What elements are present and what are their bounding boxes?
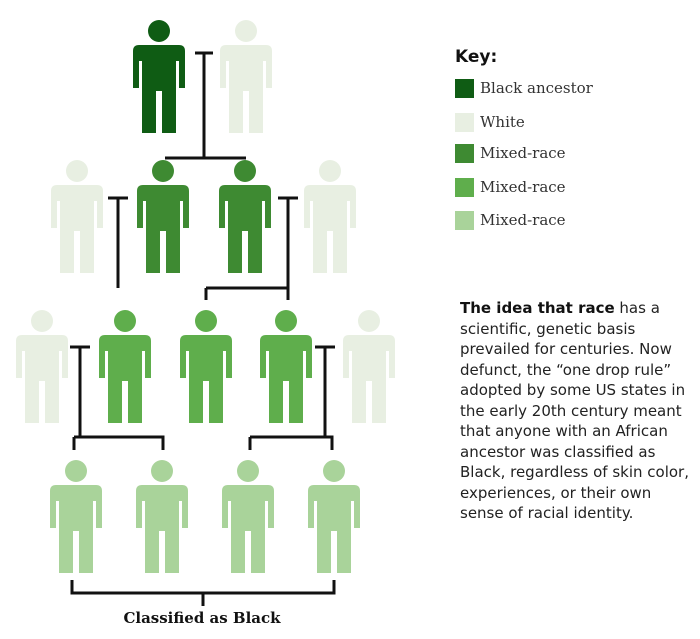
key-item-white: White xyxy=(455,112,525,132)
person-black-ancestor xyxy=(133,20,185,133)
key-label: Mixed-race xyxy=(480,178,566,196)
person-white xyxy=(16,310,68,423)
family-tree-diagram xyxy=(16,20,395,606)
person-white xyxy=(51,160,103,273)
key-label: Mixed-race xyxy=(480,144,566,162)
description-text: The idea that race has a scientific, gen… xyxy=(460,298,696,524)
key-swatch xyxy=(455,210,474,230)
person-mixed-race xyxy=(137,160,189,273)
person-white xyxy=(343,310,395,423)
key-item-black-ancestor: Black ancestor xyxy=(455,78,593,98)
key-item-mixed-race-1: Mixed-race xyxy=(455,143,566,163)
person-mixed-race xyxy=(180,310,232,423)
person-white xyxy=(220,20,272,133)
key-item-mixed-race-2: Mixed-race xyxy=(455,177,566,197)
description-body: has a scientific, genetic basis prevaile… xyxy=(460,299,689,522)
person-mixed-race xyxy=(136,460,188,573)
person-white xyxy=(304,160,356,273)
person-mixed-race xyxy=(308,460,360,573)
person-mixed-race xyxy=(50,460,102,573)
person-mixed-race xyxy=(99,310,151,423)
key-swatch xyxy=(455,143,474,163)
person-mixed-race xyxy=(260,310,312,423)
key-swatch xyxy=(455,112,474,132)
key-label: Black ancestor xyxy=(480,79,593,97)
key-label: Mixed-race xyxy=(480,211,566,229)
key-item-mixed-race-3: Mixed-race xyxy=(455,210,566,230)
key-label: White xyxy=(480,113,525,131)
description-lead: The idea that race xyxy=(460,299,615,317)
key-swatch xyxy=(455,78,474,98)
classified-as-black-label: Classified as Black xyxy=(123,609,281,627)
connector-lines xyxy=(70,51,336,606)
key-swatch xyxy=(455,177,474,197)
key-title: Key: xyxy=(455,47,498,67)
person-mixed-race xyxy=(222,460,274,573)
person-mixed-race xyxy=(219,160,271,273)
